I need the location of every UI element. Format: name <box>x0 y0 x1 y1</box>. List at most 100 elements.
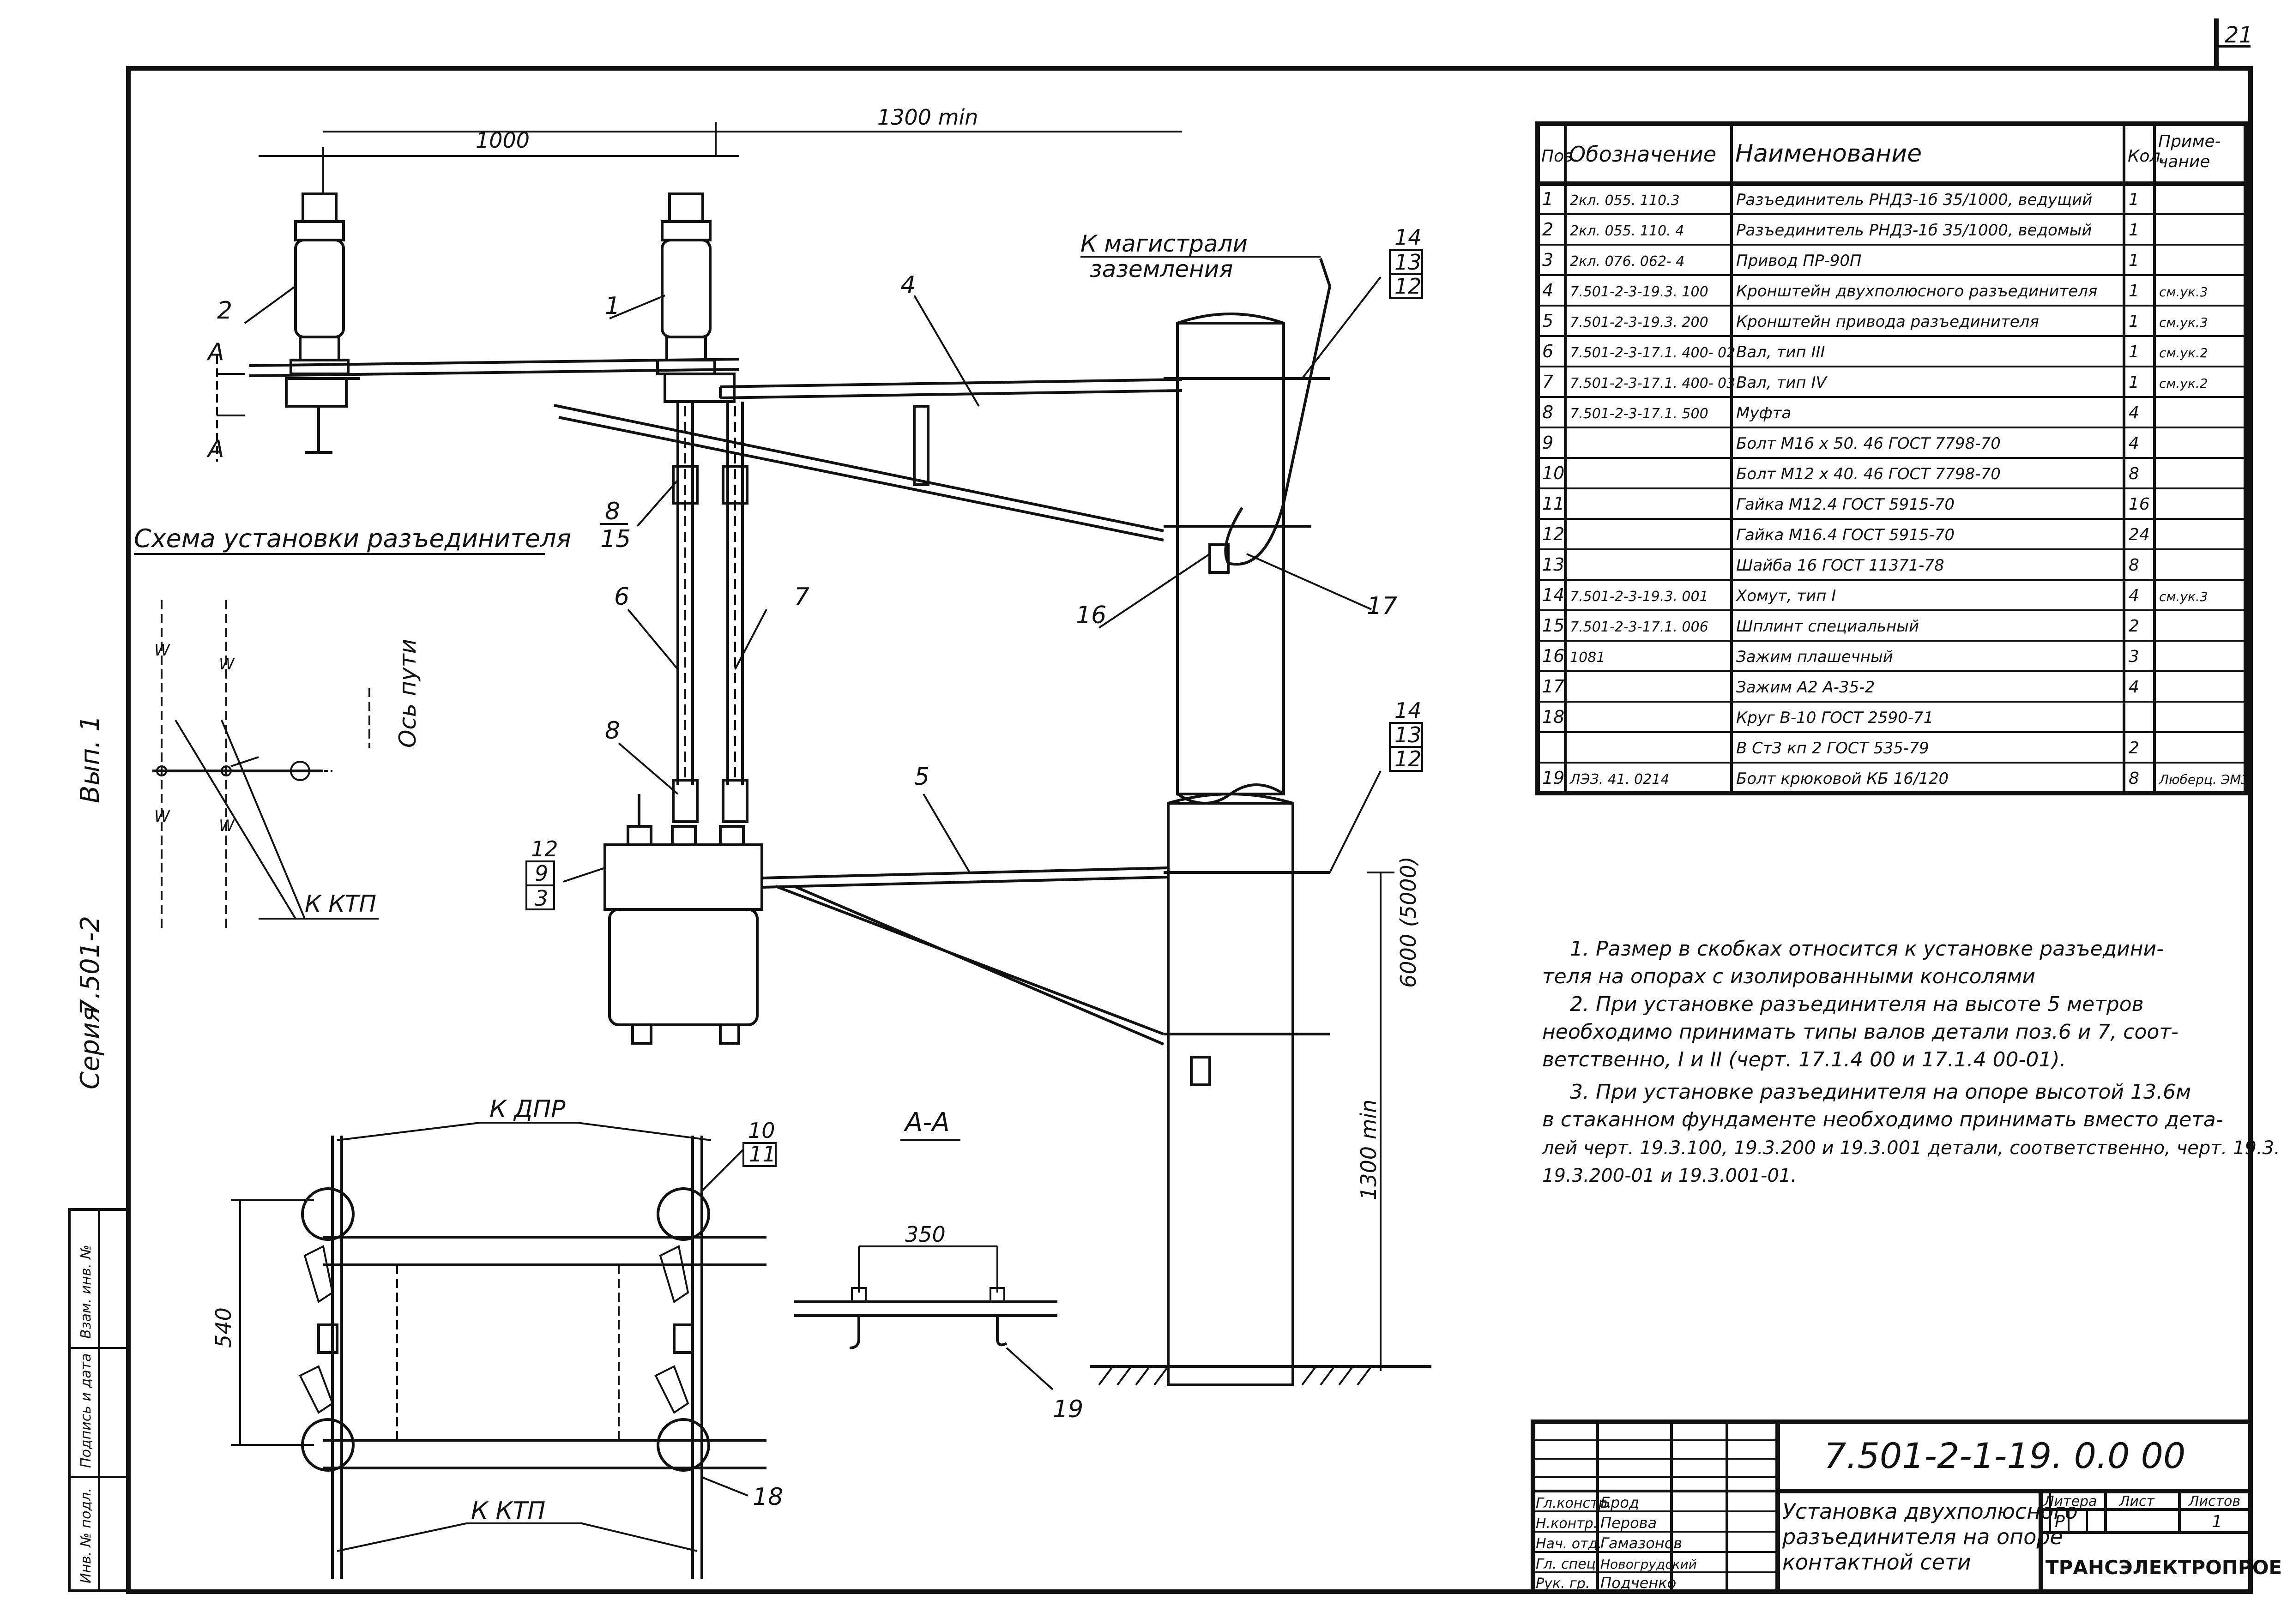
role-3: Нач. отд. <box>1536 1536 1602 1552</box>
spec-cell-qty: 1 <box>2129 221 2139 240</box>
label-ktp-scheme: К КТП <box>305 890 376 917</box>
svg-text:W: W <box>219 817 235 835</box>
spec-cell-qty: 3 <box>2129 647 2139 666</box>
callout-numbers-main: 1 2 4 8 15 6 7 8 5 16 17 12 9 3 14 13 12… <box>217 225 1423 911</box>
spec-cell-qty: 16 <box>2129 495 2150 514</box>
spec-cell-name: Кронштейн двухполюсного разъединителя <box>1736 282 2097 301</box>
spec-cell-code: 7.501-2-3-19.3. 200 <box>1570 314 1708 331</box>
spec-cell-name: Кронштейн привода разъединителя <box>1736 313 2039 331</box>
spec-cell-pos: 7 <box>1542 372 1553 392</box>
org-name: ТРАНСЭЛЕКТРОПРОЕКТ <box>2046 1556 2281 1579</box>
spec-cell-note: см.ук.3 <box>2159 589 2208 604</box>
label-track-axis: Ось пути <box>394 639 421 748</box>
callout-1: 1 <box>605 292 620 320</box>
svg-text:W: W <box>219 655 235 674</box>
callout-8a: 8 <box>605 498 620 525</box>
pole-upper <box>1176 322 1285 795</box>
sheet-header: Лист <box>2119 1493 2155 1510</box>
callout-14b: 14 <box>1394 698 1422 723</box>
title-line-2: разъединителя на опоре <box>1782 1524 2063 1549</box>
spec-header-code: Обозначение <box>1569 142 1716 167</box>
spec-cell-code: ЛЭЗ. 41. 0214 <box>1569 771 1669 788</box>
spec-cell-name: Муфта <box>1736 404 1791 422</box>
callout-12a: 12 <box>531 836 558 861</box>
callout-13a: 13 <box>1394 250 1422 275</box>
callout-15: 15 <box>600 525 631 553</box>
spec-cell-pos: 12 <box>1542 524 1564 544</box>
name-2: Перова <box>1600 1514 1657 1532</box>
role-1: Гл.констр. <box>1536 1495 1611 1511</box>
callout-6: 6 <box>614 583 629 611</box>
spec-cell-name: В Ст3 кп 2 ГОСТ 535-79 <box>1736 739 1929 758</box>
spec-cell-qty: 4 <box>2129 586 2139 605</box>
spec-cell-name: Круг В-10 ГОСТ 2590-71 <box>1736 709 1933 727</box>
title-line-1: Установка двухполюсного <box>1782 1499 2078 1524</box>
spec-cell-qty: 2 <box>2129 617 2139 636</box>
callout-18: 17 <box>1367 592 1397 620</box>
callout-12c: 12 <box>1394 746 1422 771</box>
spec-cell-code: 1081 <box>1570 650 1605 666</box>
spec-header-pos: Поз. <box>1541 147 1578 166</box>
spec-cell-qty: 8 <box>2129 769 2139 788</box>
spec-cell-pos: 15 <box>1542 615 1564 636</box>
spec-header-name: Наименование <box>1735 140 1922 168</box>
spec-cell-qty: 8 <box>2129 556 2139 575</box>
spec-cell-code: 7.501-2-3-17.1. 500 <box>1570 406 1708 422</box>
series-code: 7.501-2 <box>75 916 105 1016</box>
spec-cell-qty: 4 <box>2129 434 2139 453</box>
section-a-top: А <box>206 338 224 366</box>
spec-cell-pos: 10 <box>1542 463 1564 483</box>
spec-cell-qty: 2 <box>2129 739 2139 758</box>
section-a-bottom: А <box>206 435 224 463</box>
installation-scheme: Схема установки разъединителя W W W W К … <box>134 524 571 932</box>
spec-cell-code: 2кл. 076. 062- 4 <box>1570 253 1685 270</box>
callout-3: 3 <box>535 886 548 911</box>
dim-1300min-v: 1300 min <box>1356 1100 1381 1200</box>
spec-cell-qty: 1 <box>2129 373 2139 392</box>
spec-header-qty: Кол. <box>2128 147 2166 166</box>
section-aa-title: А-А <box>904 1107 950 1137</box>
callout-4: 4 <box>900 271 916 299</box>
spec-cell-note: см.ук.3 <box>2159 284 2208 300</box>
spec-cell-qty: 1 <box>2129 312 2139 331</box>
side-stamp-sign: Подпись и дата <box>78 1353 94 1468</box>
spec-cell-pos: 14 <box>1542 585 1564 605</box>
spec-cell-code: 7.501-2-3-17.1. 400- 03 <box>1570 375 1735 391</box>
stage-value: Р <box>2055 1512 2065 1531</box>
plan-view: К ДПР 540 10 11 18 <box>211 1095 783 1579</box>
doc-code: 7.501-2-1-19. 0.0 00 <box>1824 1435 2185 1476</box>
spec-cell-name: Шайба 16 ГОСТ 11371-78 <box>1736 556 1944 575</box>
label-to-ground-main-2: заземления <box>1090 256 1233 283</box>
spec-header-note: Приме- <box>2158 132 2221 151</box>
spec-cell-name: Гайка М16.4 ГОСТ 5915-70 <box>1736 526 1955 544</box>
note-line-1: 1. Размер в скобках относится к установк… <box>1570 937 2164 961</box>
name-4: Новогрудский <box>1600 1557 1697 1572</box>
spec-cell-qty: 1 <box>2129 343 2139 361</box>
spec-cell-pos: 16 <box>1542 646 1564 666</box>
spec-cell-qty: 1 <box>2129 190 2139 209</box>
spec-cell-qty: 8 <box>2129 464 2139 483</box>
spec-cell-name: Болт крюковой КБ 16/120 <box>1736 770 1949 788</box>
note-line-2: теля на опорах с изолированными консолям… <box>1542 965 2035 988</box>
role-5: Рук. гр. <box>1536 1576 1590 1592</box>
name-3: Гамазонов <box>1600 1534 1682 1552</box>
sheets-value: 1 <box>2212 1512 2222 1531</box>
note-line-5: ветственно, I и II (черт. 17.1.4 00 и 17… <box>1542 1048 2066 1071</box>
dim-540: 540 <box>211 1307 236 1348</box>
spec-cell-pos: 1 <box>1542 189 1553 209</box>
spec-cell-code: 2кл. 055. 110.3 <box>1570 192 1680 209</box>
role-2: Н.контр. <box>1536 1516 1598 1532</box>
spec-cell-name: Зажим А2 А-35-2 <box>1736 678 1875 697</box>
spec-cell-qty: 1 <box>2129 251 2139 270</box>
note-line-9: 19.3.200-01 и 19.3.001-01. <box>1542 1165 1797 1186</box>
spec-cell-note: см.ук.3 <box>2159 315 2208 330</box>
spec-cell-name: Разъединитель РНДЗ-1б 35/1000, ведущий <box>1736 191 2092 209</box>
main-elevation: 1300 min 1000 А А <box>206 105 1431 1386</box>
name-5: Подченко <box>1600 1574 1676 1592</box>
svg-text:W: W <box>154 807 170 826</box>
note-line-7: в стаканном фундаменте необходимо приним… <box>1542 1108 2223 1131</box>
spec-cell-pos: 4 <box>1542 280 1553 301</box>
spec-cell-pos: 19 <box>1542 768 1564 788</box>
spec-cell-pos: 18 <box>1542 707 1564 727</box>
